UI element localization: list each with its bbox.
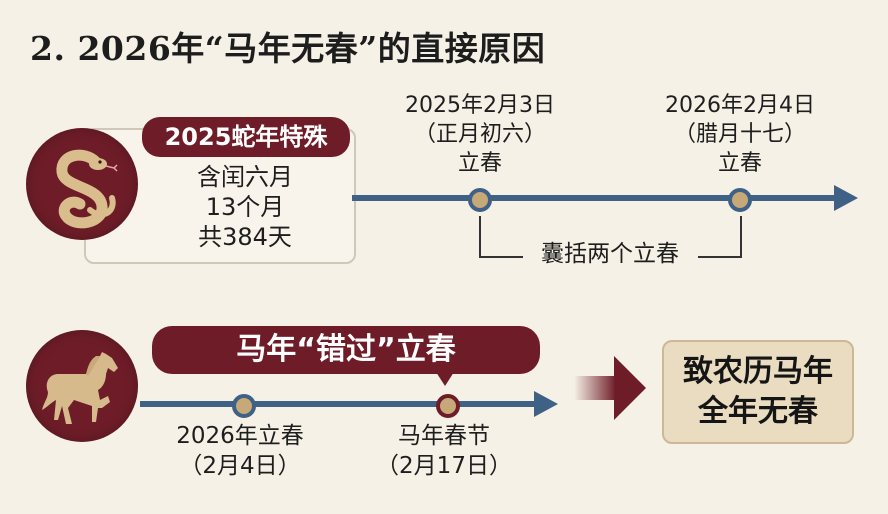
horse-icon [42,352,118,424]
horse-icon-circle [26,330,138,442]
horse-point-lichun [232,394,256,418]
snake-line-2: 13个月 [205,193,285,221]
bracket-right [698,216,742,258]
bottom-timeline-arrowhead [534,391,558,417]
bottom-timeline-line [140,401,538,407]
page-title: 2. 2026年“马年无春”的直接原因 [30,29,546,68]
bracket-label: 囊括两个立春 [541,241,679,267]
result-line-1: 致农历马年 [683,354,833,389]
result-box: 致农历马年 全年无春 [662,340,854,444]
point1-date: 2025年2月3日 [405,93,555,118]
top-timeline-line [352,195,836,201]
snake-icon [56,149,118,229]
top-timeline-arrowhead [834,185,858,211]
horse-point2-date: （2月17日） [376,453,512,479]
horse-point1-label: 2026年立春 [176,423,304,449]
horse-point1-date: （2月4日） [179,453,301,479]
snake-line-1: 含闰六月 [197,163,293,191]
horse-point2-label: 马年春节 [398,423,490,449]
snake-year-badge: 2025蛇年特殊 [142,117,350,157]
point1-event: 立春 [457,151,502,176]
point2-event: 立春 [717,151,762,176]
snake-line-3: 共384天 [198,223,292,251]
bracket-left [479,216,523,258]
timeline-point-2025 [468,188,492,212]
timeline-point-2026 [728,188,752,212]
arrow-right-icon [574,356,646,420]
point2-date: 2026年2月4日 [665,93,815,118]
horse-point-spring-festival [436,394,460,418]
point1-lunar: （正月初六） [413,122,546,147]
result-line-2: 全年无春 [698,394,818,429]
snake-icon-circle [26,128,138,240]
point2-lunar: （腊月十七） [673,122,806,147]
banner-pointer [436,372,454,386]
horse-missed-banner: 马年“错过”立春 [152,326,540,374]
